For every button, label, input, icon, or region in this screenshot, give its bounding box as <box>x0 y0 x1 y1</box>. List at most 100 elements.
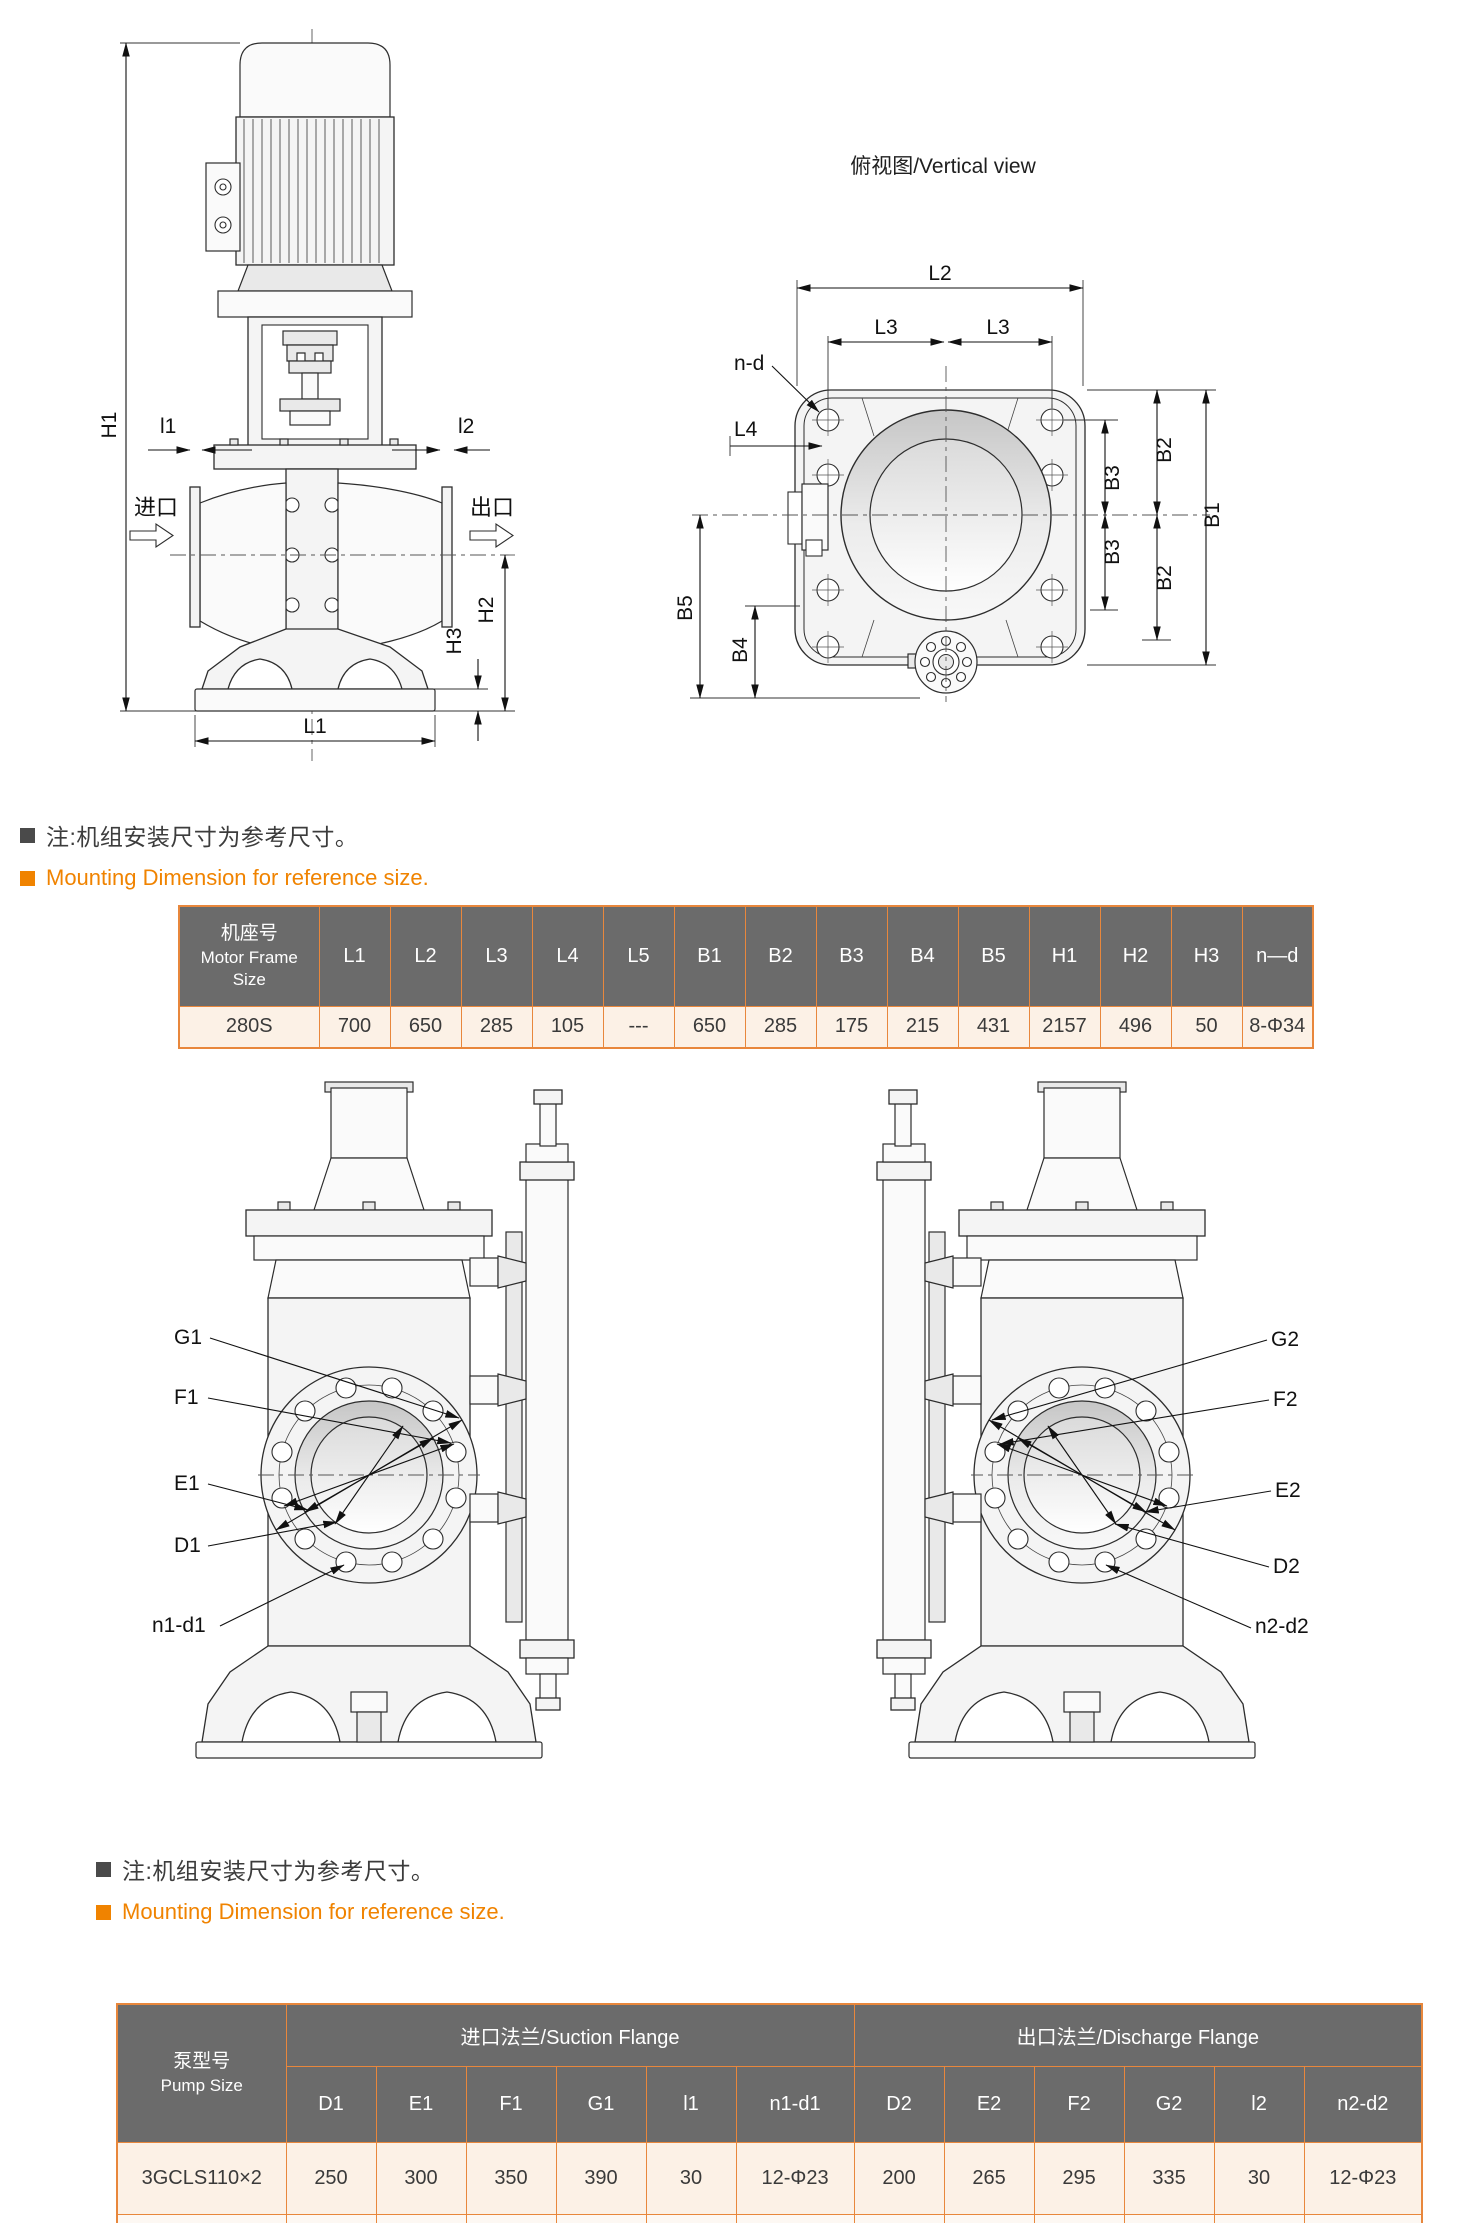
data-cell: 496 <box>1099 1005 1172 1049</box>
dim-label-B4: B4 <box>729 637 752 663</box>
top-view-drawing: L2 L3 L3 n-d L4 B2 B3 B1 B3 B2 <box>674 262 1224 702</box>
dimension-l2-small: l2 <box>392 415 490 454</box>
dim-label-E1: E1 <box>174 1472 200 1495</box>
header-cell: H3 <box>1170 905 1243 1007</box>
header-cell: l1 <box>645 2065 737 2143</box>
dimension-L3: L3 L3 <box>827 316 1053 408</box>
note-block-2: 注:机组安装尺寸为参考尺寸。 Mounting Dimension for re… <box>96 1852 505 1925</box>
header-cell: L2 <box>389 905 462 1007</box>
note-line-en: Mounting Dimension for reference size. <box>96 1899 505 1925</box>
dim-label-h2: H2 <box>475 597 498 624</box>
dimension-l1-small: l1 <box>148 415 252 454</box>
header-cell: H2 <box>1099 905 1172 1007</box>
pump-header-en: Pump Size <box>160 2076 243 2096</box>
note-line-zh: 注:机组安装尺寸为参考尺寸。 <box>20 818 429 852</box>
header-cell: G2 <box>1123 2065 1215 2143</box>
header-cell: D2 <box>853 2065 945 2143</box>
suction-flange-drawing: G1 F1 E1 D1 n1-d1 <box>152 1082 728 1762</box>
header-cell: L1 <box>318 905 391 1007</box>
header-cell: F2 <box>1033 2065 1125 2143</box>
data-cell: 30 <box>1213 2141 1305 2215</box>
pump-base <box>194 628 436 712</box>
data-cell: 265 <box>943 2141 1035 2215</box>
header-cell-frame: 机座号 Motor Frame Size <box>178 905 320 1007</box>
dimension-h2: H2 <box>475 554 509 712</box>
annotation-n-d: n-d <box>734 352 820 413</box>
data-cell: 50 <box>1170 1005 1243 1049</box>
dim-label-B2-top: B2 <box>1153 437 1176 463</box>
data-cell: 200 <box>853 2141 945 2215</box>
square-bullet-icon <box>96 1861 111 1877</box>
dim-label-B3-top: B3 <box>1101 465 1124 491</box>
discharge-flange-drawing: G2 F2 E2 D2 n2-d2 <box>743 1082 1309 1762</box>
note-line-en: Mounting Dimension for reference size. <box>20 865 429 891</box>
dimension-L2: L2 <box>796 262 1084 386</box>
data-cell: 390 <box>555 2141 647 2215</box>
header-cell: H1 <box>1028 905 1101 1007</box>
note-text-zh: 注:机组安装尺寸为参考尺寸。 <box>122 1858 435 1884</box>
header-cell-pump-size: 泵型号 Pump Size <box>116 2003 287 2143</box>
square-bullet-icon <box>20 870 35 886</box>
data-cell: 12-Φ23 <box>1303 2141 1423 2215</box>
dim-label-n2-d2: n2-d2 <box>1255 1615 1309 1638</box>
dim-label-L3-right: L3 <box>986 316 1009 339</box>
header-cell-discharge-group: 出口法兰/Discharge Flange <box>853 2003 1423 2067</box>
square-bullet-icon <box>96 1904 111 1920</box>
dim-label-L3-left: L3 <box>874 316 897 339</box>
note-line-zh: 注:机组安装尺寸为参考尺寸。 <box>96 1852 505 1886</box>
dim-label-h1: H1 <box>98 412 121 439</box>
drain-flange <box>907 630 978 694</box>
data-cell: 2157 <box>1028 1005 1101 1049</box>
outlet-flange <box>337 482 453 651</box>
data-cell: 285 <box>460 1005 533 1049</box>
inlet-annotation: 进口 <box>129 495 178 549</box>
data-cell: 335 <box>1123 2141 1215 2215</box>
data-cell: 12-Φ23 <box>735 2141 855 2215</box>
header-cell: B5 <box>957 905 1030 1007</box>
data-cell-pump-size: 3GCLS110×2 <box>116 2141 287 2215</box>
inlet-label: 进口 <box>134 495 178 520</box>
dimension-h1: H1 <box>98 42 515 712</box>
data-cell: 8-Φ34 <box>1241 1005 1314 1049</box>
header-cell: B2 <box>744 905 817 1007</box>
header-cell: l2 <box>1213 2065 1305 2143</box>
dim-label-G2: G2 <box>1271 1328 1299 1351</box>
note-text-en: Mounting Dimension for reference size. <box>122 1899 505 1924</box>
dim-label-h3: H3 <box>443 628 466 655</box>
partial-next-row <box>116 2213 1423 2223</box>
side-bracket <box>787 483 829 557</box>
data-cell: 431 <box>957 1005 1030 1049</box>
sub-header-row: D1 E1 F1 G1 l1 n1-d1 D2 E2 F2 G2 l2 n2-d… <box>117 2065 1423 2143</box>
data-cell: 650 <box>389 1005 462 1049</box>
header-cell: n2-d2 <box>1303 2065 1423 2143</box>
mounting-holes <box>812 404 1068 663</box>
dim-label-L2: L2 <box>928 262 951 285</box>
frame-header-en2: Size <box>232 970 266 990</box>
data-cell: 295 <box>1033 2141 1125 2215</box>
header-cell: E1 <box>375 2065 467 2143</box>
header-cell: B3 <box>815 905 888 1007</box>
vertical-view-title: 俯视图/Vertical view <box>850 155 1036 178</box>
data-cell-frame-size: 280S <box>178 1005 320 1049</box>
dim-label-F2: F2 <box>1273 1388 1298 1411</box>
header-cell: B1 <box>673 905 746 1007</box>
header-cell: L5 <box>602 905 675 1007</box>
dim-label-l2-small: l2 <box>458 415 474 438</box>
side-view-drawing: H1 l1 l2 进口 出口 H2 H3 L1 <box>98 29 515 761</box>
suction-flange-labels: G1 F1 E1 D1 n1-d1 <box>152 1326 460 1637</box>
data-cell: 215 <box>886 1005 959 1049</box>
header-cell: E2 <box>943 2065 1035 2143</box>
dim-label-l1-small: l1 <box>160 415 176 438</box>
outlet-label: 出口 <box>470 495 514 520</box>
dim-label-n1-d1: n1-d1 <box>152 1614 206 1637</box>
note-text-en: Mounting Dimension for reference size. <box>46 865 429 890</box>
dim-label-L4: L4 <box>734 418 758 441</box>
pump-header-zh: 泵型号 <box>173 2051 231 2073</box>
data-cell: 350 <box>465 2141 557 2215</box>
frame-header-zh: 机座号 <box>220 923 278 945</box>
dim-label-B5: B5 <box>674 595 697 621</box>
data-cell: --- <box>602 1005 675 1049</box>
dim-label-B1: B1 <box>1201 502 1224 528</box>
data-cell: 650 <box>673 1005 746 1049</box>
